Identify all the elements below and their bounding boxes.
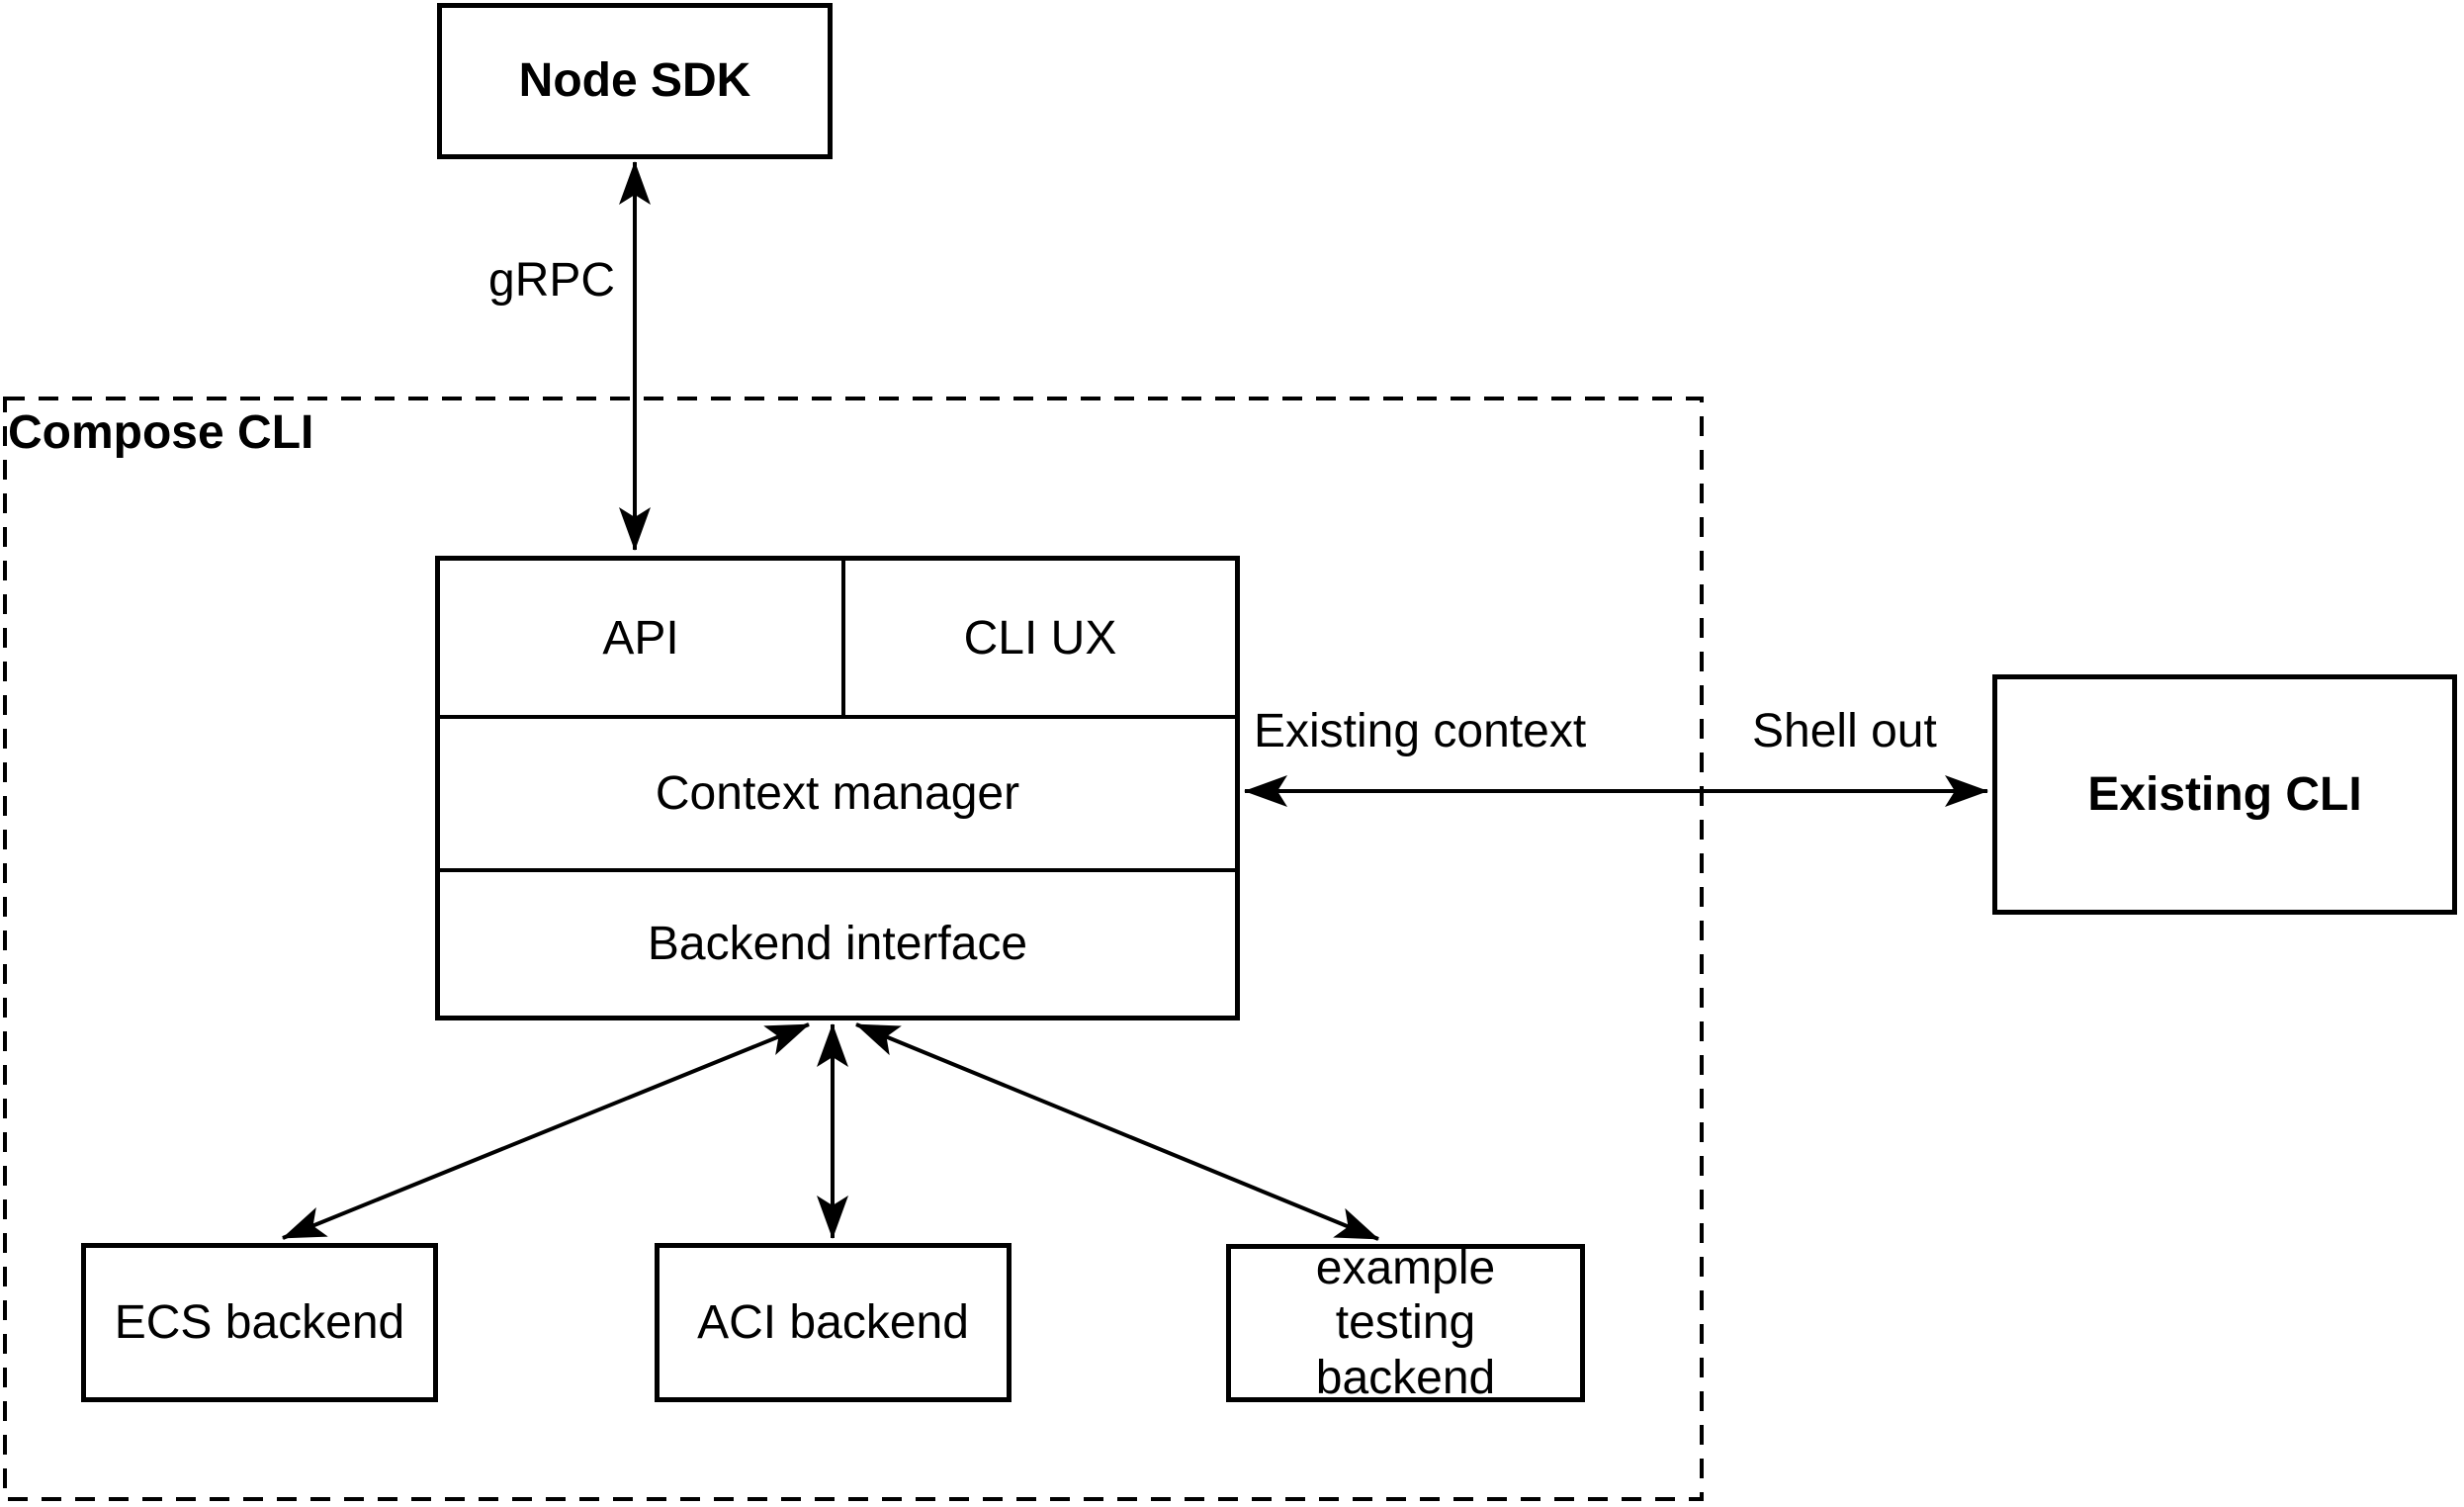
compose-cli-stack-box: API CLI UX Context manager Backend inter… xyxy=(435,556,1240,1020)
ecs-backend-arrow xyxy=(282,1022,810,1240)
node-sdk-label: Node SDK xyxy=(518,54,751,108)
existing-context-edge-label: Existing context xyxy=(1254,705,1587,758)
compose-cli-container-label: Compose CLI xyxy=(8,406,314,460)
example-testing-backend-label: example testing backend xyxy=(1315,1242,1496,1404)
api-cell: API xyxy=(440,561,845,715)
backend-interface-label: Backend interface xyxy=(647,918,1028,970)
cli-ux-cell: CLI UX xyxy=(845,561,1235,715)
stack-top-row: API CLI UX xyxy=(440,561,1235,715)
cli-ux-label: CLI UX xyxy=(963,611,1117,665)
aci-backend-label: ACI backend xyxy=(697,1295,969,1349)
existing-cli-label: Existing CLI xyxy=(2087,767,2362,821)
context-manager-label: Context manager xyxy=(655,767,1020,820)
example-testing-backend-box: example testing backend xyxy=(1226,1242,1585,1404)
example-backend-arrow xyxy=(855,1022,1379,1241)
ecs-backend-label: ECS backend xyxy=(114,1295,405,1349)
compose-cli-container-border xyxy=(3,397,1704,1501)
context-manager-cell: Context manager xyxy=(440,715,1235,868)
ecs-backend-box: ECS backend xyxy=(81,1243,438,1402)
existing-cli-box: Existing CLI xyxy=(1992,674,2457,915)
api-label: API xyxy=(602,611,679,665)
shell-out-edge-label: Shell out xyxy=(1752,705,1937,758)
backend-interface-cell: Backend interface xyxy=(440,868,1235,1016)
aci-backend-box: ACI backend xyxy=(655,1243,1012,1402)
grpc-edge-label: gRPC xyxy=(488,254,616,308)
node-sdk-box: Node SDK xyxy=(437,3,833,159)
